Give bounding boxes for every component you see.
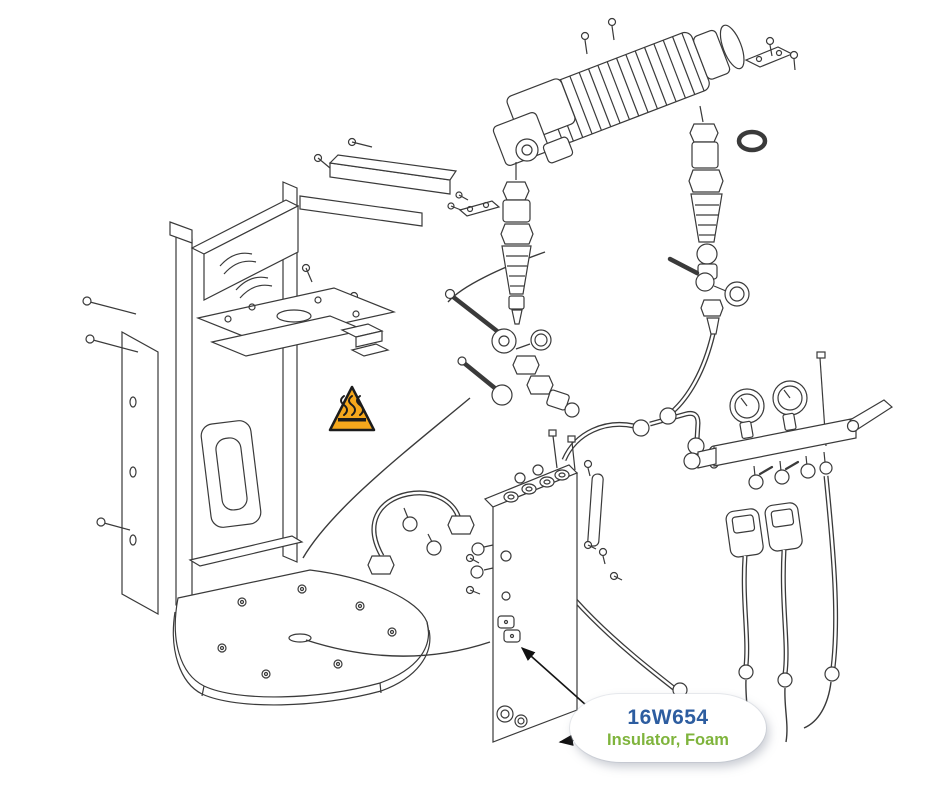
mix-valve-assembly — [444, 288, 580, 418]
frame-stand-assembly — [82, 137, 458, 706]
part-name: Insulator, Foam — [607, 731, 729, 749]
heater-block-assembly — [465, 429, 623, 743]
hot-surface-warning-icon — [328, 385, 376, 432]
pump-motor-assembly — [492, 17, 799, 166]
fluid-filter-assemblies — [447, 105, 750, 335]
part-number: 16W654 — [627, 706, 709, 729]
part-callout: 16W654 Insulator, Foam — [570, 694, 766, 762]
sensor-cables-and-hoses — [738, 475, 840, 743]
gauge-manifold-assembly — [683, 351, 893, 558]
coupling-hose-assembly — [367, 490, 480, 575]
